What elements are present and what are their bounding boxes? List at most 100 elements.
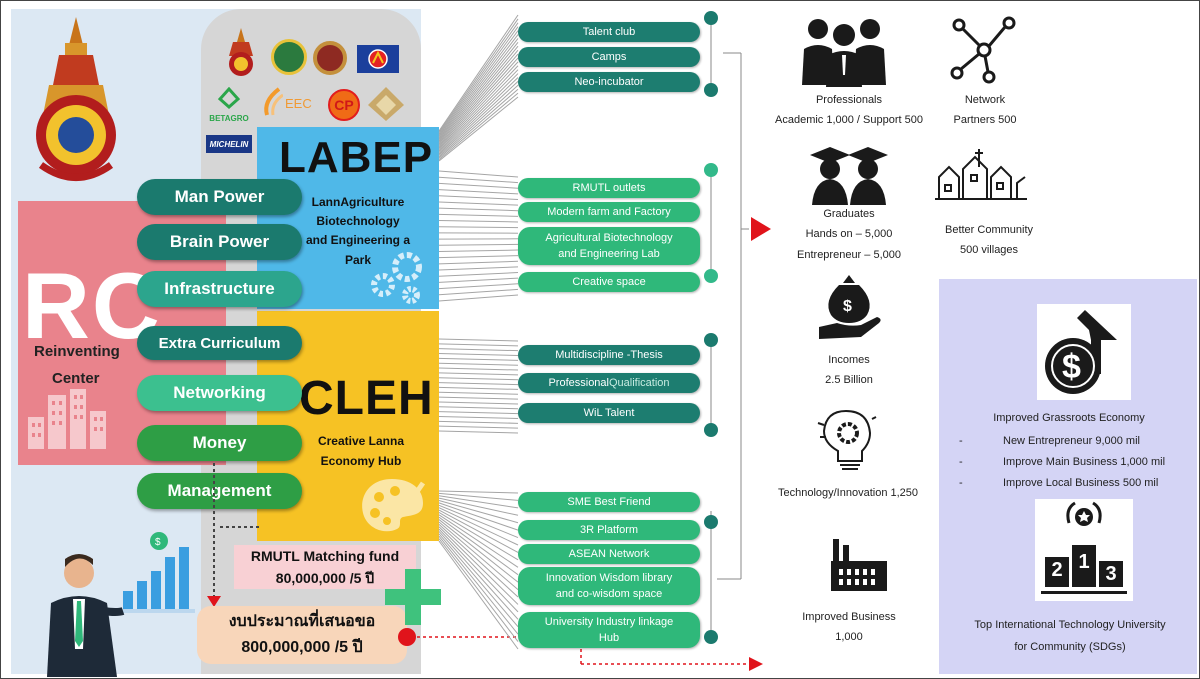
tag-professional-qualification: Professional Qualification [518, 373, 700, 393]
fan-line [438, 514, 519, 568]
pill-management: Management [137, 473, 302, 509]
fan-line [438, 492, 519, 501]
group2-top-dot [704, 163, 718, 177]
tag-creative-space: Creative space [518, 272, 700, 292]
gears-icon [371, 252, 422, 304]
university-seal-3-icon [313, 41, 347, 75]
fan-line [438, 49, 519, 145]
fan-line [438, 195, 519, 200]
innovation-bulb-gear-icon [817, 409, 877, 470]
fan-line [438, 372, 519, 376]
businessman-chart-icon: $ [47, 532, 195, 677]
outcome-business: Improved Business 1,000 [802, 611, 896, 644]
fan-line [438, 53, 519, 146]
fan-line [438, 249, 519, 252]
outcome-graduates: Graduates Hands on – 5,000 Entrepreneur … [797, 208, 901, 261]
outcome-community: Better Community 500 villages [944, 224, 1034, 257]
svg-text:$: $ [155, 537, 161, 548]
betagro-logo: BETAGRO [206, 86, 252, 123]
tag-wil-talent: WiL Talent [518, 403, 700, 423]
fan-line [438, 516, 519, 576]
fan-line [438, 357, 519, 361]
buildings-icon [28, 389, 106, 449]
group3-top-dot [704, 333, 718, 347]
fan-line [438, 401, 519, 405]
fan-line [438, 497, 519, 516]
fan-line [438, 213, 519, 217]
rmutl-small-logo-icon [229, 28, 253, 76]
fan-line [438, 523, 519, 598]
rmutl-seal-icon [36, 17, 116, 181]
fan-line [438, 22, 519, 135]
fan-line [438, 34, 519, 139]
tag-multidiscipline-thesis: Multidiscipline -Thesis [518, 345, 700, 365]
grassroots-item: -New Entrepreneur 9,000 mil [959, 435, 1140, 447]
fan-line [438, 386, 519, 390]
pill-man-power: Man Power [137, 179, 302, 215]
money-bag-hand-icon: $ [819, 275, 881, 339]
outcome-incomes: Incomes 2.5 Billion [825, 354, 873, 387]
podium-laurel-icon [1041, 501, 1127, 594]
fan-line [438, 42, 519, 142]
rc-label-line2: Center [52, 370, 100, 387]
fan-line [438, 84, 519, 158]
fan-line [438, 57, 519, 148]
podium-number-2: 2 [1051, 559, 1063, 581]
fan-line [438, 521, 519, 590]
red-dot-marker [398, 628, 416, 646]
group4-top-dot [704, 515, 718, 529]
pill-infrastructure: Infrastructure [137, 271, 302, 307]
cleh-desc: Creative Lanna Economy Hub [317, 434, 405, 469]
fan-line [438, 38, 519, 140]
fan-line [438, 45, 519, 143]
fan-line [438, 533, 519, 628]
university-seal-2-icon [271, 39, 307, 75]
rc-title: RC [22, 253, 162, 358]
fan-line [438, 207, 519, 212]
fan-line [438, 277, 519, 283]
eec-swoosh-icon [264, 87, 283, 116]
tag-camps: Camps [518, 47, 700, 67]
fan-line [438, 220, 519, 223]
fan-line [438, 353, 519, 357]
fan-line [438, 511, 519, 561]
fan-line [438, 507, 519, 546]
fan-line [438, 531, 519, 620]
fan-line [438, 30, 519, 138]
fan-line [438, 96, 519, 162]
fan-line [438, 260, 519, 265]
ranking-image: 2 1 3 [1035, 499, 1133, 601]
fan-line [438, 182, 519, 189]
fan-line [438, 502, 519, 531]
fan-line [438, 396, 519, 400]
professionals-icon [802, 19, 886, 87]
fan-line [438, 430, 519, 434]
proposed-budget-box: งบประมาณที่เสนอขอ 800,000,000 /5 ปี [197, 606, 407, 664]
tag-sme-best-friend: SME Best Friend [518, 492, 700, 512]
fan-line [438, 411, 519, 415]
fan-line [438, 500, 519, 524]
tag-talent-club: Talent club [518, 22, 700, 42]
cleh-title: CLEH [299, 372, 434, 425]
fan-line [438, 189, 519, 195]
fan-line [438, 65, 519, 150]
fan-line [438, 425, 519, 429]
fan-line [438, 495, 519, 509]
group2-bottom-dot [704, 269, 718, 283]
grassroots-title: Improved Grassroots Economy [993, 412, 1145, 424]
pill-extra-curriculum: Extra Curriculum [137, 326, 302, 360]
fan-line [438, 420, 519, 424]
group1-top-dot [704, 11, 718, 25]
fan-line [438, 14, 519, 132]
outcome-professionals: Professionals Academic 1,000 / Support 5… [775, 94, 923, 127]
fan-line [438, 255, 519, 259]
dollar-growth-arrow-icon: $ [1045, 310, 1117, 394]
grassroots-image: $ [1037, 304, 1131, 400]
pill-money: Money [137, 425, 302, 461]
betagro-leaf-icon [217, 86, 241, 110]
top-university-text: Top International Technology University … [974, 619, 1166, 653]
fan-line [438, 391, 519, 395]
fan-line [438, 362, 519, 366]
pill-brain-power: Brain Power [137, 224, 302, 260]
